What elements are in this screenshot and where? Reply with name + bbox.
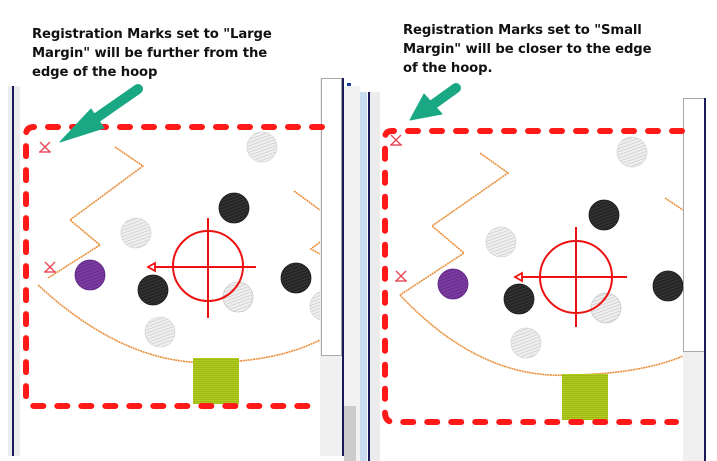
ornament-white xyxy=(510,327,542,359)
caption-line: Margin" will be further from the xyxy=(32,46,268,61)
frame-border-right xyxy=(704,98,706,461)
arrow-icon xyxy=(59,84,143,143)
scrollbar-thumb[interactable] xyxy=(321,78,342,356)
design-small-margin xyxy=(399,136,683,420)
tree-outline xyxy=(399,152,683,377)
ornament-white xyxy=(616,136,648,168)
hoop-boundary-large-margin xyxy=(23,124,325,409)
tree-trunk xyxy=(562,374,608,420)
ornament-white xyxy=(485,226,517,258)
caption-small-margin: Registration Marks set to "Small Margin"… xyxy=(403,21,652,78)
left-gutter xyxy=(8,86,20,456)
caption-large-margin: Registration Marks set to "Large Margin"… xyxy=(32,25,272,82)
design-view-large-margin xyxy=(0,78,360,461)
ornament-black xyxy=(652,270,683,302)
arrow-icon xyxy=(409,83,461,121)
registration-mark-icon xyxy=(44,261,56,273)
ornament-black xyxy=(503,283,535,315)
ornaments xyxy=(437,136,683,359)
ornament-white xyxy=(222,281,254,313)
ornament-white xyxy=(246,131,278,163)
caption-line: Margin" will be closer to the edge xyxy=(403,42,652,57)
ornament-purple xyxy=(437,268,469,300)
ornament-white xyxy=(309,291,320,321)
hoop-boundary-small-margin xyxy=(382,128,685,425)
crosshair-icon xyxy=(513,227,627,327)
frame-border-right xyxy=(342,78,344,456)
tree-outline xyxy=(37,146,320,364)
design-large-margin xyxy=(37,131,320,404)
ornament-white xyxy=(120,217,152,249)
ornament-white xyxy=(144,316,176,348)
ornament-white xyxy=(590,292,622,324)
frame-border-left xyxy=(368,92,370,461)
crosshair-icon xyxy=(146,218,256,318)
ornament-black xyxy=(588,199,620,231)
caption-line: Registration Marks set to "Small xyxy=(403,23,642,38)
ornament-purple xyxy=(74,259,106,291)
frame-border-left xyxy=(12,86,14,456)
caption-line: edge of the hoop xyxy=(32,65,158,80)
left-gutter xyxy=(370,92,380,461)
caption-line: of the hoop. xyxy=(403,61,493,76)
caption-line: Registration Marks set to "Large xyxy=(32,27,272,42)
registration-mark-icon xyxy=(39,141,51,153)
ornament-black xyxy=(137,274,169,306)
ornaments xyxy=(74,131,320,348)
splitter[interactable] xyxy=(344,86,360,461)
left-pane-edge xyxy=(360,92,367,461)
ornament-black xyxy=(218,192,250,224)
tree-trunk xyxy=(193,358,239,404)
registration-mark-icon xyxy=(395,270,407,282)
registration-mark-icon xyxy=(390,134,402,146)
splitter-scroll-thumb[interactable] xyxy=(344,406,356,461)
ornament-black xyxy=(280,262,312,294)
